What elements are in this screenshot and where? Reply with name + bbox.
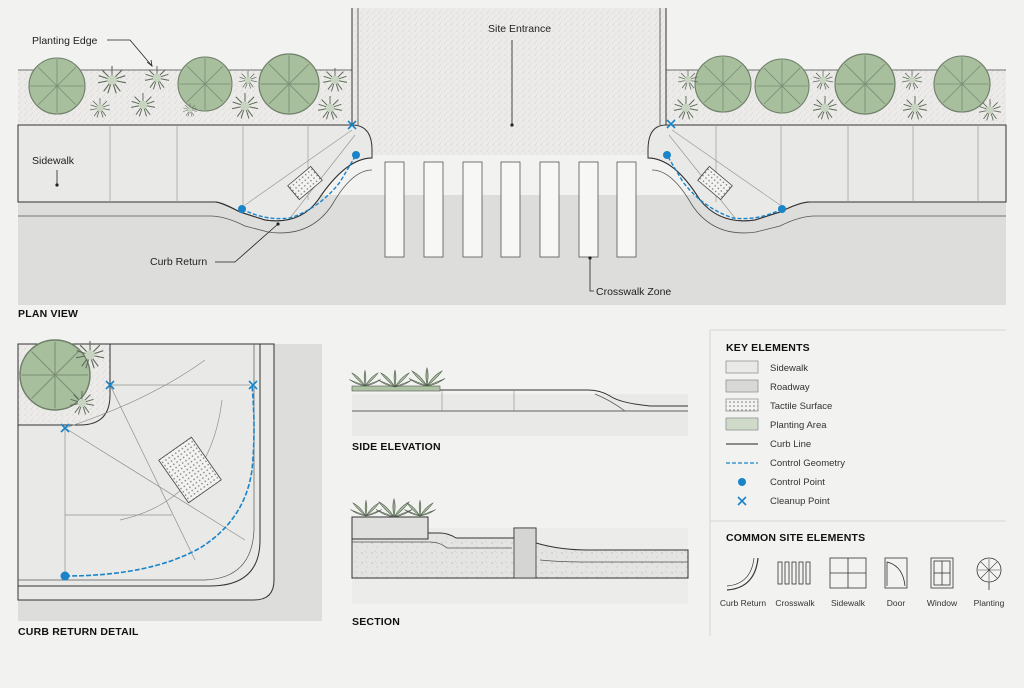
roadway-swatch-icon — [725, 379, 759, 393]
common-elements-title: COMMON SITE ELEMENTS — [726, 532, 865, 544]
common-item-label: Window — [927, 598, 958, 608]
side-elevation-title: SIDE ELEVATION — [352, 441, 441, 453]
plan-view-title: PLAN VIEW — [18, 308, 78, 320]
common-item-label: Door — [887, 598, 906, 608]
key-elements-legend: KEY ELEMENTS Sidewalk Roadway Tactile Su… — [709, 329, 1006, 636]
legend-item-label: Tactile Surface — [770, 401, 832, 412]
control-point-dot — [238, 205, 246, 213]
common-item-label: Sidewalk — [831, 598, 866, 608]
planting-swatch-icon — [725, 417, 759, 431]
key-elements-title: KEY ELEMENTS — [726, 342, 810, 354]
control-point-dot — [778, 205, 786, 213]
plan-view: Planting Edge Site Entrance Sidewalk Cur… — [17, 8, 1007, 320]
legend-item-label: Control Point — [770, 477, 825, 488]
sidewalk-icon — [829, 557, 867, 589]
side-elevation: SIDE ELEVATION — [349, 367, 688, 453]
legend-item-label: Planting Area — [770, 420, 827, 431]
label-planting-edge: Planting Edge — [32, 35, 98, 47]
control-geometry-left — [241, 154, 357, 220]
section-title: SECTION — [352, 616, 400, 628]
label-crosswalk-zone: Crosswalk Zone — [596, 286, 671, 298]
curb-return-icon — [726, 557, 759, 591]
common-item-label: Curb Return — [720, 598, 767, 608]
crosswalk-stripes — [384, 161, 637, 258]
control-geometry-right — [666, 154, 783, 220]
common-item-label: Crosswalk — [775, 598, 815, 608]
tactile-swatch-icon — [725, 398, 759, 412]
label-site-entrance: Site Entrance — [488, 23, 551, 35]
legend-item-label: Cleanup Point — [770, 496, 830, 507]
crosswalk-icon — [777, 561, 811, 585]
label-sidewalk: Sidewalk — [32, 155, 75, 167]
curb-return-detail: CURB RETURN DETAIL — [17, 340, 322, 638]
curb-return-detail-title: CURB RETURN DETAIL — [18, 626, 139, 638]
dot-icon — [738, 478, 746, 486]
sidewalk-swatch-icon — [725, 360, 759, 374]
x-mark-icon — [737, 496, 747, 506]
label-curb-return: Curb Return — [150, 256, 207, 268]
legend-item-label: Sidewalk — [770, 363, 808, 374]
legend-item-label: Control Geometry — [770, 458, 845, 469]
legend-item-label: Curb Line — [770, 439, 811, 450]
planting-icon — [976, 557, 1002, 590]
legend-item-label: Roadway — [770, 382, 810, 393]
tactile-pad-right — [697, 165, 733, 201]
control-point-dot — [663, 151, 671, 159]
tactile-pad-left — [287, 165, 323, 201]
common-item-label: Planting — [974, 598, 1005, 608]
site-entrance-drive — [352, 8, 666, 155]
section-view: SECTION — [350, 498, 689, 628]
control-point-dot — [352, 151, 360, 159]
window-icon — [930, 557, 954, 589]
door-icon — [884, 557, 908, 589]
common-site-elements: COMMON SITE ELEMENTS Curb Return Crosswa… — [720, 532, 1005, 608]
